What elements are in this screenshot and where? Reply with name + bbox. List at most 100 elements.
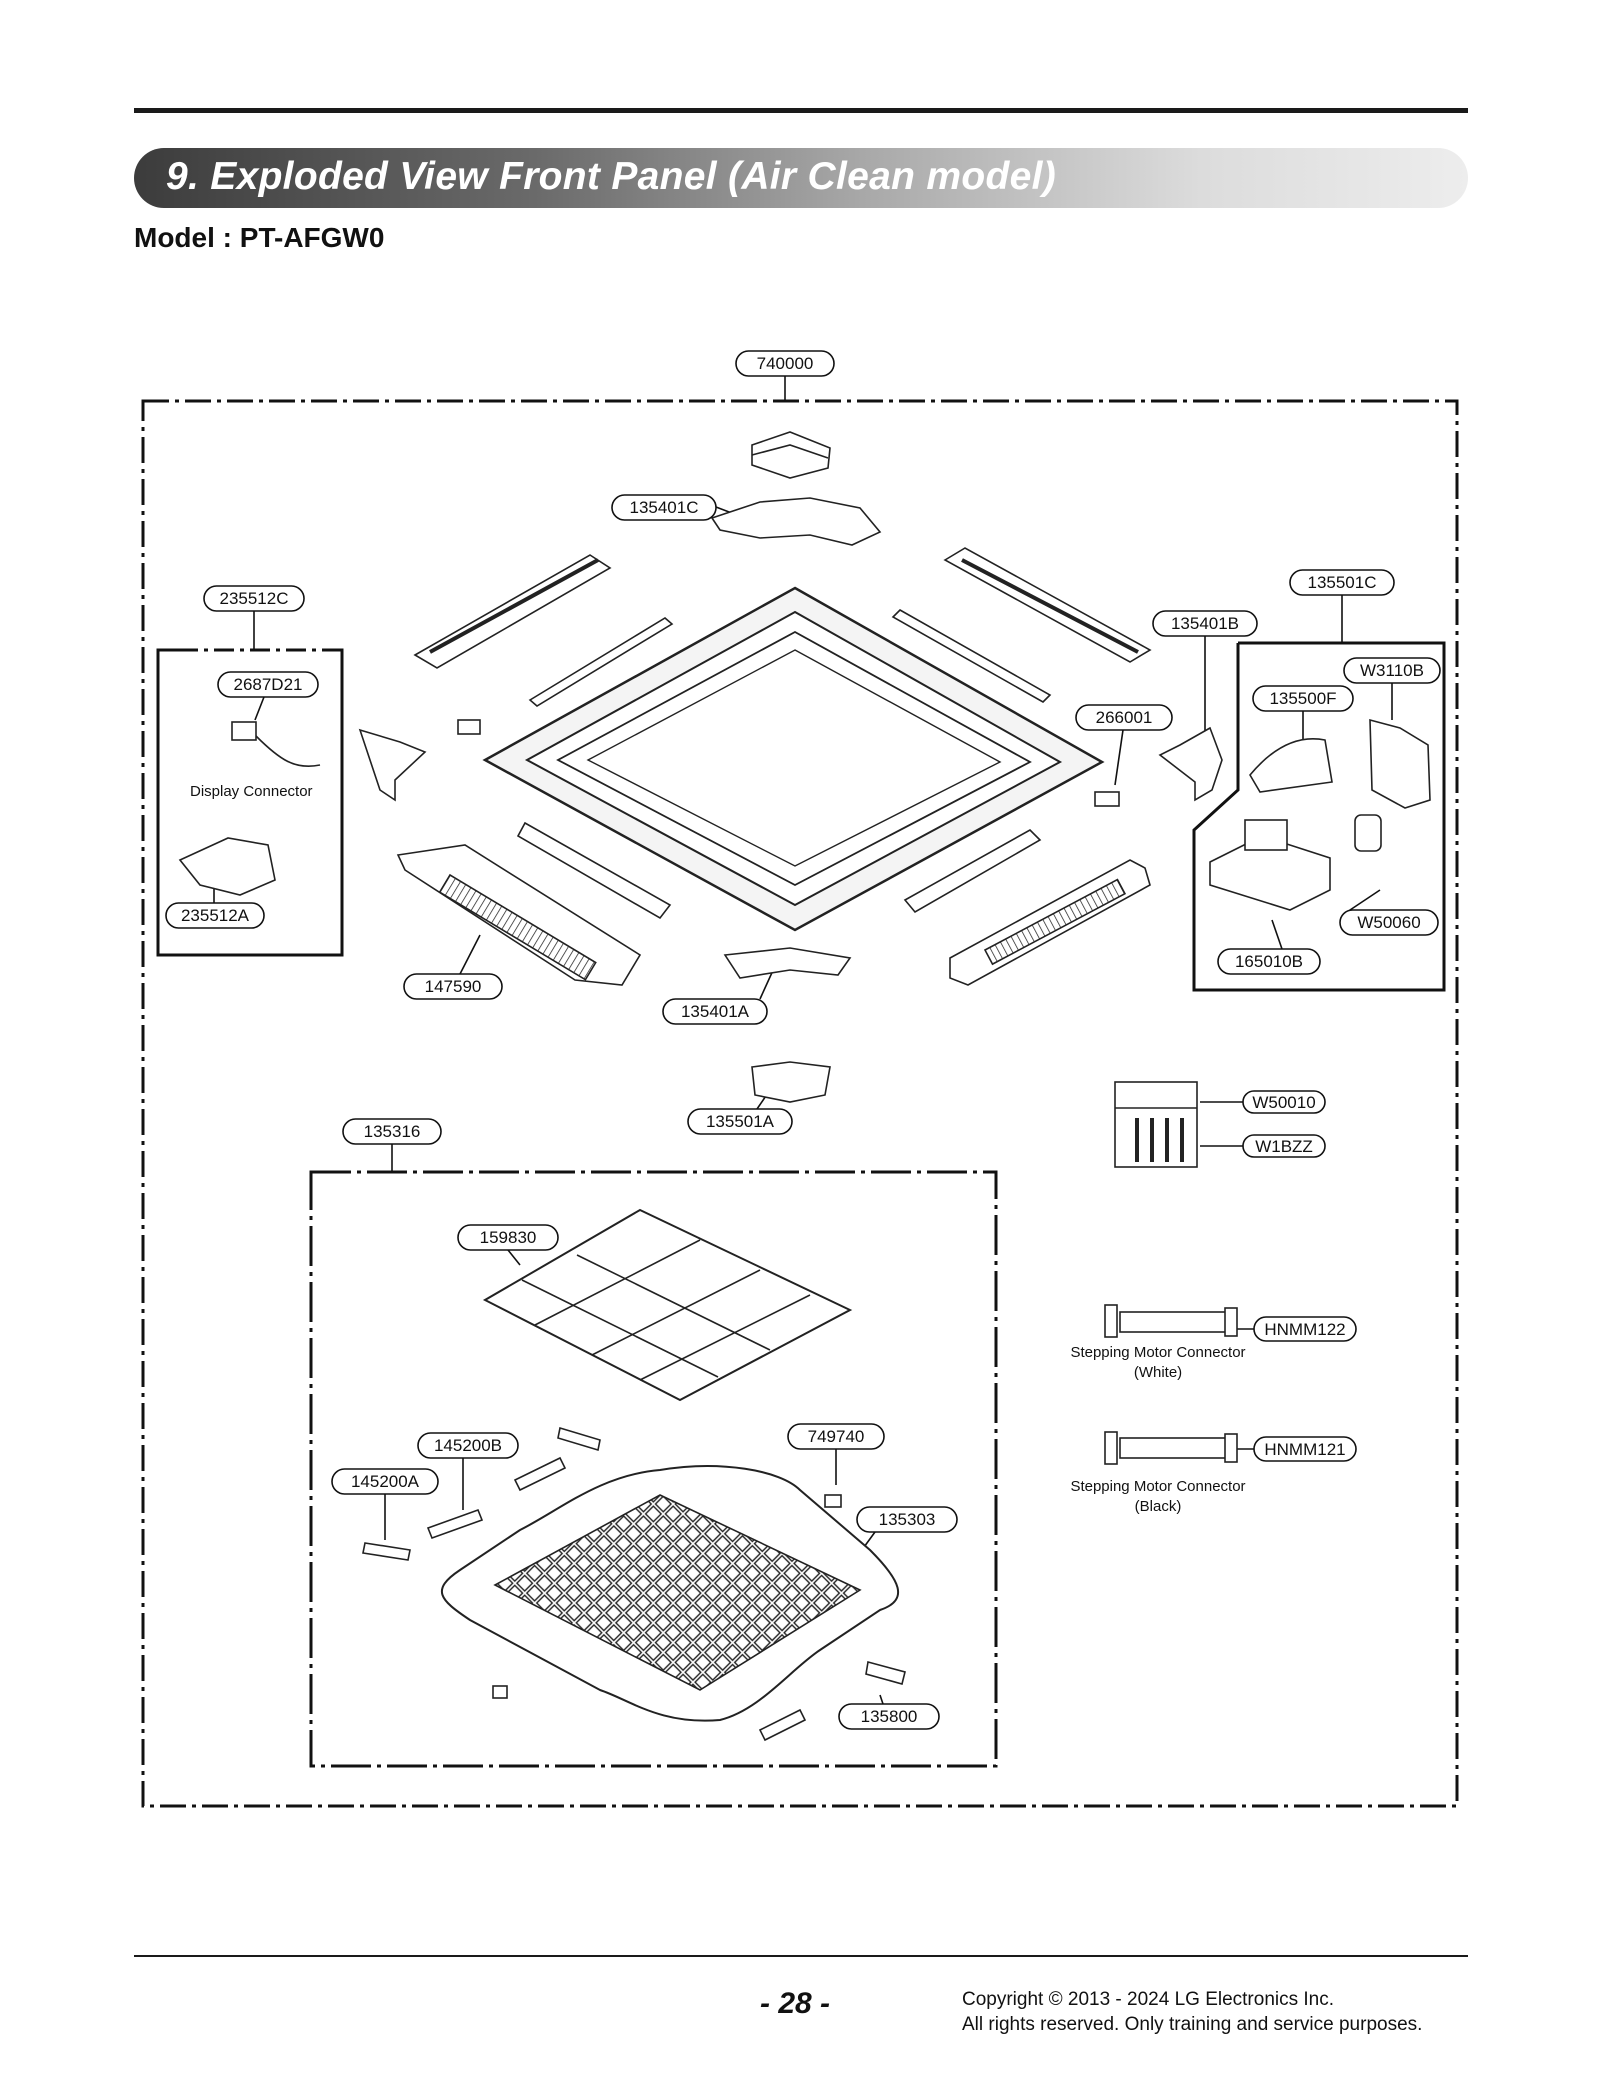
stepping-black-note: Stepping Motor Connector (Black): [1070, 1478, 1245, 1515]
front-grille-part: [440, 1465, 900, 1722]
callout-159830: 159830: [457, 1224, 559, 1251]
display-subassembly-box: [156, 648, 344, 957]
stepping-motor-connector-white-part: [1104, 1304, 1238, 1338]
hinge-145200B-3-part: [557, 1426, 601, 1452]
callout-135501C: 135501C: [1289, 569, 1395, 596]
stepping-motor-connector-black-part: [1104, 1431, 1238, 1465]
bracket-part: [1369, 718, 1431, 809]
svg-text:W3110B: W3110B: [1360, 661, 1424, 680]
stepping-white-note: Stepping Motor Connector (White): [1070, 1344, 1245, 1381]
pcb-part: [1209, 819, 1331, 911]
callout-135401B: 135401B: [1152, 610, 1258, 637]
svg-text:135303: 135303: [879, 1510, 936, 1529]
harness-loop-part: [1354, 814, 1382, 852]
guide-bar-lower-left: [516, 821, 672, 920]
svg-text:165010B: 165010B: [1235, 952, 1303, 971]
callout-HNMM122: HNMM122: [1253, 1316, 1357, 1342]
display-cover-part: [178, 837, 276, 896]
latch-135800-2-part: [865, 1660, 906, 1685]
callout-W1BZZ: W1BZZ: [1242, 1134, 1326, 1158]
callout-W50010: W50010: [1242, 1090, 1326, 1114]
svg-text:135401C: 135401C: [629, 498, 698, 517]
callout-135501A: 135501A: [687, 1108, 793, 1135]
callout-235512A: 235512A: [165, 902, 265, 929]
top-rule: [134, 108, 1468, 113]
air-filter-part: [482, 1208, 853, 1402]
front-grille-subassembly-box: [309, 1170, 998, 1768]
corner-cover-135401B: [1158, 726, 1223, 802]
guide-bar-upper-left: [528, 617, 674, 707]
svg-text:135501C: 135501C: [1307, 573, 1376, 592]
svg-text:(White): (White): [1134, 1364, 1182, 1381]
callout-W50060: W50060: [1339, 909, 1439, 936]
latch-135800-part: [758, 1708, 807, 1742]
model-label: Model : PT-AFGW0: [134, 222, 385, 253]
svg-text:749740: 749740: [808, 1427, 865, 1446]
callout-HNMM121: HNMM121: [1253, 1436, 1357, 1462]
corner-cover-left: [358, 728, 427, 802]
callout-165010B: 165010B: [1217, 948, 1321, 975]
terminal-block-part: [1114, 1081, 1198, 1168]
callout-147590: 147590: [403, 973, 503, 1000]
controller-subassembly-box: [1192, 641, 1446, 992]
corner-cover-top-part: [751, 431, 831, 479]
svg-text:135500F: 135500F: [1269, 689, 1336, 708]
svg-text:135401A: 135401A: [681, 1002, 750, 1021]
callout-135500F: 135500F: [1252, 685, 1354, 712]
callout-749740: 749740: [787, 1423, 885, 1450]
copyright-line-1: Copyright © 2013 - 2024 LG Electronics I…: [962, 1989, 1335, 2010]
svg-text:135800: 135800: [861, 1707, 918, 1726]
svg-text:740000: 740000: [757, 354, 814, 373]
svg-text:135401B: 135401B: [1171, 614, 1239, 633]
page-number: - 28 -: [760, 1987, 831, 2020]
svg-text:145200B: 145200B: [434, 1436, 502, 1455]
clip-266001: [1094, 791, 1120, 807]
clip-749740-part: [824, 1494, 842, 1508]
svg-text:145200A: 145200A: [351, 1472, 420, 1491]
louver-lower-right-part: [949, 859, 1151, 986]
callout-135800: 135800: [838, 1703, 940, 1730]
hinge-145200B-2-part: [513, 1456, 567, 1492]
louver-147590-part: [396, 844, 642, 986]
svg-text:135501A: 135501A: [706, 1112, 775, 1131]
svg-text:HNMM122: HNMM122: [1264, 1320, 1345, 1339]
corner-cover-135401C-part: [710, 497, 882, 546]
parts-drawings: [178, 431, 1431, 1742]
copyright-notice: Copyright © 2013 - 2024 LG Electronics I…: [962, 1987, 1422, 2037]
svg-text:Display Connector: Display Connector: [190, 783, 313, 800]
callout-2687D21: 2687D21: [217, 671, 319, 698]
clip-left: [457, 719, 481, 735]
callout-135303: 135303: [856, 1506, 958, 1533]
svg-text:235512C: 235512C: [219, 589, 288, 608]
bottom-rule: [134, 1955, 1468, 1957]
callout-145200B: 145200B: [417, 1432, 519, 1459]
callout-740000: 740000: [735, 350, 835, 377]
main-frame-part: [482, 586, 1105, 932]
section-title-bar: 9. Exploded View Front Panel (Air Clean …: [134, 148, 1468, 208]
svg-text:HNMM121: HNMM121: [1264, 1440, 1345, 1459]
svg-text:W1BZZ: W1BZZ: [1255, 1137, 1313, 1156]
display-connector-note: Display Connector: [190, 783, 313, 800]
svg-text:Stepping Motor Connector: Stepping Motor Connector: [1070, 1478, 1245, 1495]
controller-cover-part: [1249, 738, 1333, 793]
callout-235512C: 235512C: [203, 585, 305, 612]
svg-text:Stepping Motor Connector: Stepping Motor Connector: [1070, 1344, 1245, 1361]
louver-upper-right-part: [943, 547, 1152, 663]
outer-assembly-frame: [141, 399, 1459, 1808]
svg-text:(Black): (Black): [1135, 1498, 1182, 1515]
svg-text:W50060: W50060: [1357, 913, 1420, 932]
guide-bar-lower-right: [903, 829, 1042, 914]
louver-upper-left-part: [413, 554, 612, 669]
svg-text:W50010: W50010: [1252, 1093, 1315, 1112]
small-clip-part: [492, 1685, 508, 1699]
svg-text:159830: 159830: [480, 1228, 537, 1247]
section-title: 9. Exploded View Front Panel (Air Clean …: [166, 155, 1057, 198]
svg-text:235512A: 235512A: [181, 906, 250, 925]
hinge-145200B-part: [426, 1508, 484, 1540]
svg-text:147590: 147590: [425, 977, 482, 996]
callout-W3110B: W3110B: [1343, 657, 1441, 684]
svg-text:135316: 135316: [364, 1122, 421, 1141]
corner-cover-135401A-part: [723, 947, 852, 979]
svg-text:266001: 266001: [1096, 708, 1153, 727]
